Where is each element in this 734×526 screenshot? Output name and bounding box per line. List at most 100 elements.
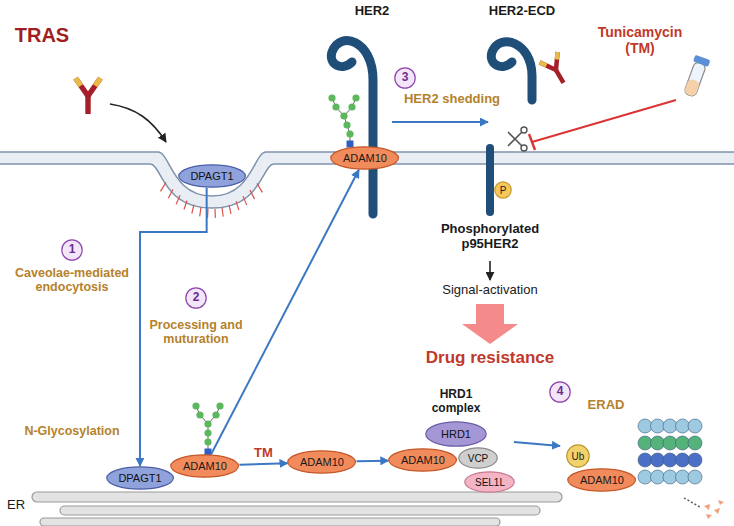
uptake-arrow: [110, 104, 166, 142]
membrane-inner-line: [0, 164, 734, 208]
node-shape: [331, 147, 399, 169]
erad-arrow: [514, 442, 560, 446]
proteasome-subunit: [651, 470, 665, 484]
caveolin-strand: [214, 209, 216, 218]
inhibition-line: [532, 100, 676, 142]
protein-ellipse: VCP: [458, 447, 498, 469]
protein-ellipse: ADAM10: [388, 448, 457, 472]
drug-name: TRAS: [7, 24, 77, 47]
protein-ellipse: ADAM10: [567, 468, 636, 492]
node-shape: [389, 449, 457, 471]
glycan-unit: [204, 438, 211, 445]
step-number: 4: [549, 381, 571, 403]
caveolin-strand: [250, 190, 255, 199]
tube-icon: [682, 55, 711, 98]
proteasome-subunit: [638, 436, 652, 450]
ubiquitin-mark: Ub: [566, 444, 590, 468]
node-shape: [62, 240, 82, 260]
inhibition-bar: [529, 134, 535, 150]
protein-ellipse: ADAM10: [330, 146, 399, 170]
resistance-block-arrow: [462, 304, 518, 344]
node-shape: [288, 451, 356, 473]
node-shape: [495, 182, 511, 198]
step-number: 1: [61, 239, 83, 261]
trastuzumab-icon: [73, 77, 102, 114]
protein-ellipse: DPAGT1: [178, 164, 246, 188]
node-shape: [568, 469, 636, 491]
glycan-unit: [212, 411, 219, 418]
node-text: 1: [69, 243, 76, 256]
node-shape: [395, 68, 415, 88]
proteasome-subunit: [638, 419, 652, 433]
proteasome: [638, 419, 702, 484]
degradation-arrow: [684, 498, 700, 507]
state-label: Signal-activation: [425, 283, 555, 298]
node-text: P: [500, 185, 507, 196]
protein-ellipse: ADAM10: [170, 454, 239, 478]
node-text: DPAGT1: [190, 170, 233, 182]
node-text: HRD1: [441, 428, 471, 440]
signal-arrow: [489, 261, 491, 280]
node-shape: [171, 455, 239, 477]
caveolin-strand: [184, 200, 187, 209]
glycan-unit: [204, 429, 211, 436]
protein-ellipse: HRD1: [425, 421, 487, 447]
glycan-unit: [216, 402, 223, 409]
membrane-band: [0, 152, 734, 208]
node-text: 4: [557, 385, 564, 398]
node-text: Ub: [572, 451, 585, 462]
caveolin-strand: [168, 189, 173, 198]
glycan-unit: [328, 94, 335, 101]
shedding-arrow: [392, 121, 488, 123]
node-text: VCP: [468, 453, 489, 464]
er-cisterna: [40, 518, 500, 526]
glycan-base: [347, 141, 354, 148]
state-label: Phosphorylated p95HER2: [428, 222, 552, 252]
caveolin-strand: [176, 195, 180, 204]
node-text: SEL1L: [475, 477, 505, 488]
caveolin-strand: [257, 183, 262, 192]
step-label: Caveolae-mediated endocytosis: [8, 266, 136, 295]
proteasome-subunit: [676, 419, 690, 433]
flow-arrow: [357, 460, 389, 463]
proteasome-subunit: [663, 453, 677, 467]
complex-label: HRD1 complex: [419, 388, 493, 416]
step-label: N-Glycosylation: [10, 424, 134, 438]
node-shape: [107, 467, 174, 489]
peptide-fragments: [704, 500, 724, 519]
protein-ellipse: SEL1L: [464, 471, 515, 493]
step-label: ERAD: [576, 398, 636, 413]
receptor-name: HER2-ECD: [480, 4, 564, 19]
caveolin-strand: [229, 205, 231, 214]
step-label: HER2 shedding: [391, 92, 513, 107]
node-text: ADAM10: [401, 454, 445, 466]
her2-receptor: [331, 41, 373, 214]
proteasome-subunit: [688, 470, 702, 484]
glycan-chain: [192, 402, 223, 455]
node-shape: [567, 445, 589, 467]
er-cisterna: [32, 492, 562, 502]
er-cisterna: [60, 506, 540, 515]
step-label: Processing and muturation: [144, 318, 248, 347]
glycan-unit: [346, 130, 353, 137]
glycan-unit: [196, 411, 203, 418]
proteasome-subunit: [663, 470, 677, 484]
node-text: ADAM10: [183, 460, 227, 472]
node-shape: [179, 165, 246, 187]
node-text: ADAM10: [343, 152, 387, 164]
proteasome-subunit: [651, 419, 665, 433]
flow-arrow: [211, 170, 359, 454]
node-text: DPAGT1: [118, 472, 161, 484]
node-text: ADAM10: [580, 474, 624, 486]
edge-label: TM: [254, 445, 273, 460]
node-shape: [186, 288, 206, 308]
glycan-unit: [204, 420, 211, 427]
node-shape: [426, 422, 486, 446]
caveolin-strand: [192, 205, 194, 214]
step-number: 2: [185, 287, 207, 309]
node-shape: [550, 382, 570, 402]
protein-ellipse: DPAGT1: [106, 466, 174, 490]
